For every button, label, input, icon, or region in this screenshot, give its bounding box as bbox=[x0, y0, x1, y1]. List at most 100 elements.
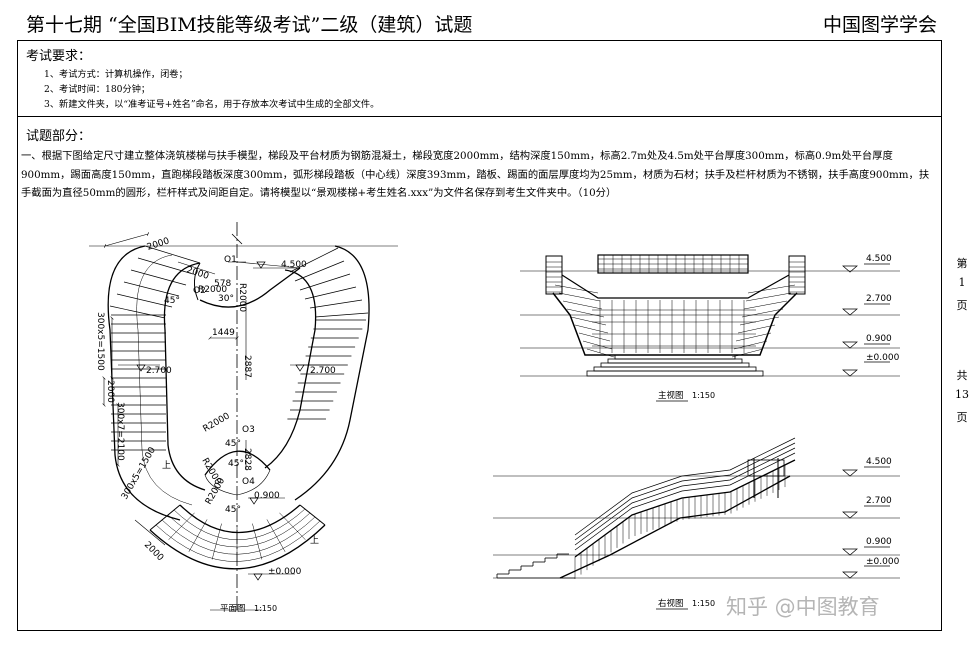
angle-label: 45° bbox=[228, 459, 244, 469]
rail-line bbox=[570, 316, 607, 326]
stair-tread-line bbox=[123, 281, 180, 297]
requirement-item: 3、新建文件夹，以“准考证号+姓名”命名，用于存放本次考试中生成的全部文件。 bbox=[44, 99, 380, 110]
side-scale: 1:150 bbox=[692, 599, 715, 608]
level-label: 4.500 bbox=[281, 260, 307, 270]
stair-tread-line bbox=[144, 245, 201, 264]
requirements-title: 考试要求： bbox=[26, 49, 92, 64]
angle-label: 45° bbox=[225, 505, 241, 515]
angle-label: 45° bbox=[225, 439, 241, 449]
level-label: ±0.000 bbox=[866, 353, 900, 363]
rail-line bbox=[739, 316, 780, 326]
level-label: 2.700 bbox=[866, 496, 892, 506]
angle-label: 30° bbox=[218, 294, 234, 304]
front-scale: 1:150 bbox=[692, 391, 715, 400]
rail-line bbox=[574, 324, 609, 334]
fan-tread-arc bbox=[155, 520, 321, 562]
radius-label: R2000 bbox=[202, 411, 232, 434]
exam-title: 第十七期 “全国BIM技能等级考试”二级（建筑）试题 bbox=[26, 14, 473, 36]
rail-line bbox=[554, 284, 599, 294]
front-base-steps bbox=[586, 354, 764, 377]
fan-tread-arc bbox=[161, 516, 316, 555]
side-view bbox=[493, 437, 900, 579]
level-label: 2.700 bbox=[866, 294, 892, 304]
center-label: O3 bbox=[242, 425, 255, 435]
radius-label: R2000 bbox=[237, 283, 247, 312]
rail-line bbox=[747, 284, 796, 294]
stair-tread-line bbox=[299, 273, 351, 291]
front-labels: 4.500 2.700 0.900 ±0.000 主视图 1:150 bbox=[656, 254, 900, 402]
handrail-line bbox=[574, 437, 796, 536]
dim-label: 2887 bbox=[242, 355, 252, 378]
fan-radial-line bbox=[279, 512, 306, 540]
plan-view bbox=[89, 222, 398, 612]
rail-line bbox=[586, 348, 615, 358]
rail-line bbox=[566, 308, 605, 318]
front-view bbox=[520, 254, 900, 377]
side-labels: 4.500 2.700 0.900 ±0.000 右视图 1:150 bbox=[656, 457, 900, 610]
stair-tread-line bbox=[314, 312, 369, 318]
plan-caption: 平面图 bbox=[220, 604, 246, 614]
rail-line bbox=[733, 340, 768, 350]
fan-radial-line bbox=[168, 512, 195, 540]
side-caption: 右视图 bbox=[658, 598, 684, 609]
stair-tread-line bbox=[130, 269, 187, 286]
rail-line bbox=[578, 332, 611, 342]
watermark: 知乎 @中图教育 bbox=[726, 595, 880, 619]
dim-label: 2000 bbox=[105, 380, 115, 403]
fan-tread-arc bbox=[167, 512, 311, 548]
dim-label: 2000 bbox=[142, 540, 165, 563]
fan-radial-line bbox=[266, 519, 286, 552]
stair-tread-line bbox=[294, 260, 345, 282]
rail-line bbox=[735, 332, 772, 342]
plan-bottom-fan-flight bbox=[149, 504, 326, 570]
level-label: 2.700 bbox=[146, 366, 172, 376]
plan-labels: 2000 2000 578 1449 2887 2828 R2000 R2000… bbox=[95, 236, 336, 614]
level-label: 4.500 bbox=[866, 254, 892, 264]
page-current-label: 第 bbox=[956, 257, 968, 270]
level-label: 0.900 bbox=[254, 491, 280, 501]
stair-tread-line bbox=[137, 257, 194, 275]
plan-left-flight bbox=[107, 245, 206, 521]
plan-level-markers bbox=[136, 261, 305, 581]
dim-label: 2000 bbox=[185, 265, 210, 282]
dim-label: 2828 bbox=[242, 448, 252, 471]
rail-line bbox=[741, 308, 784, 318]
organization-name: 中国图学学会 bbox=[822, 14, 937, 36]
stair-tread-line bbox=[116, 293, 173, 308]
up-direction-label: 上 bbox=[310, 535, 319, 546]
fan-radial-line bbox=[211, 523, 222, 560]
requirement-item: 1、考试方式：计算机操作，闭卷； bbox=[44, 69, 188, 80]
dim-label: 300x7=2100 bbox=[115, 402, 125, 461]
page-current-unit: 页 bbox=[956, 299, 968, 312]
front-level-markers bbox=[842, 263, 890, 377]
level-label: 0.900 bbox=[866, 537, 892, 547]
question-section-title: 试题部分： bbox=[26, 129, 92, 144]
front-body bbox=[552, 274, 798, 358]
up-direction-label: 上 bbox=[162, 460, 171, 471]
level-label: 4.500 bbox=[866, 457, 892, 467]
stair-tread-line bbox=[304, 286, 357, 300]
rail-line bbox=[745, 292, 792, 302]
dim-label: 1449 bbox=[212, 328, 235, 338]
fan-radial-line bbox=[188, 519, 208, 552]
question-text: 一、根据下图给定尺寸建立整体浇筑楼梯与扶手模型，梯段及平台材质为钢筋混凝土，梯段… bbox=[21, 150, 930, 200]
angle-label: 45° bbox=[164, 296, 180, 306]
side-stair-body bbox=[496, 437, 796, 579]
exam-sheet-frame: 考试要求： 1、考试方式：计算机操作，闭卷； 2、考试时间：180分钟； 3、新… bbox=[17, 40, 942, 631]
rail-line bbox=[731, 348, 764, 358]
side-level-markers bbox=[842, 466, 890, 579]
fan-radial-line bbox=[252, 523, 263, 560]
level-label: ±0.000 bbox=[268, 567, 302, 577]
radius-label: R2000 bbox=[198, 285, 227, 295]
rail-line bbox=[562, 300, 603, 310]
rail-line bbox=[558, 292, 601, 302]
plan-right-flight bbox=[264, 245, 370, 501]
rail-line bbox=[743, 300, 788, 310]
page-total-unit: 页 bbox=[956, 411, 968, 424]
stair-tread-line bbox=[109, 305, 166, 319]
handrail-line bbox=[574, 447, 796, 546]
plan-dimension-lines bbox=[104, 234, 330, 611]
handrail-line bbox=[574, 452, 796, 551]
requirement-item: 2、考试时间：180分钟； bbox=[44, 84, 151, 95]
